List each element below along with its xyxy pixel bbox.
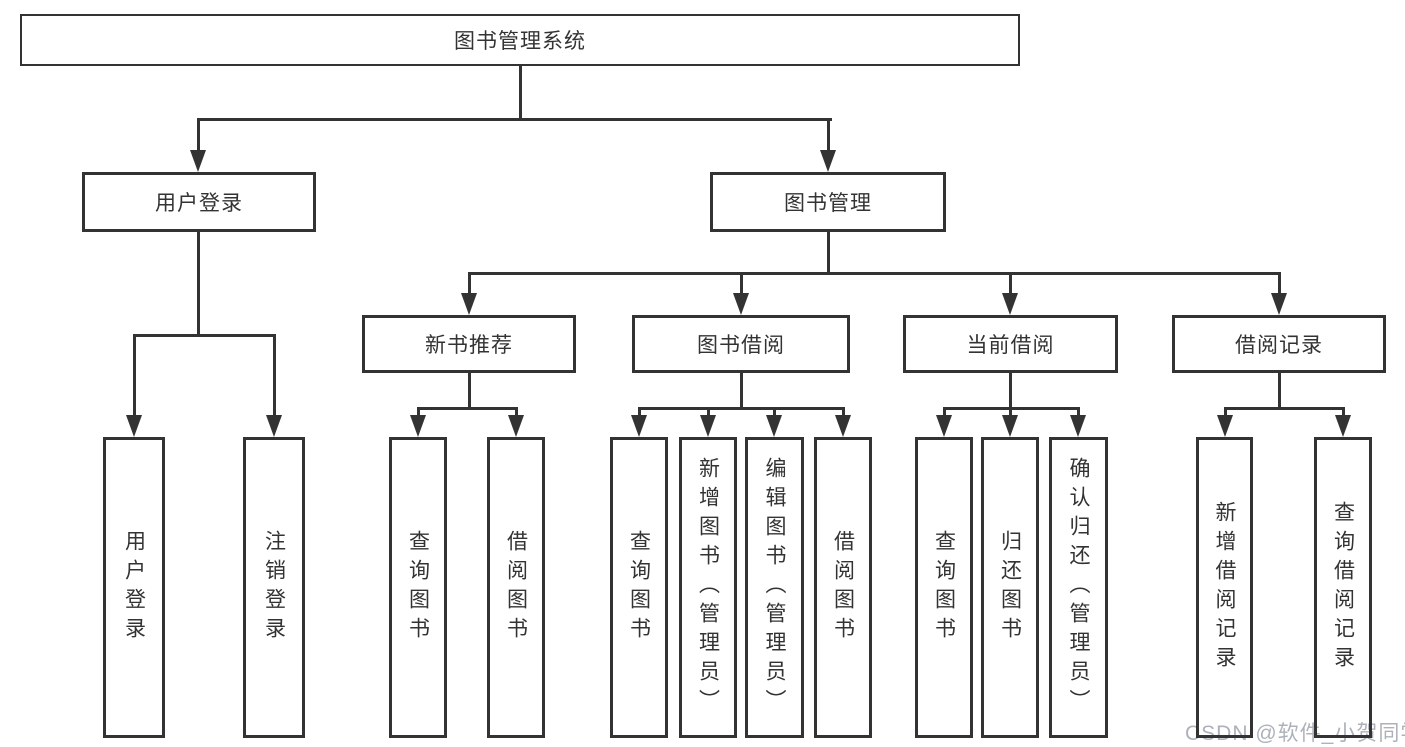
arrow-down-icon <box>266 415 282 437</box>
leaf-query-books-current: 查询图书 <box>915 437 973 738</box>
node-borrowing-records: 借阅记录 <box>1172 315 1386 373</box>
connector-records-stub <box>1278 373 1281 410</box>
arrow-down-icon <box>733 293 749 315</box>
arrow-down-icon <box>410 415 426 437</box>
node-book-management: 图书管理 <box>710 172 946 232</box>
connector-records-hline <box>1224 407 1345 410</box>
node-label: 查询图书 <box>627 529 651 646</box>
node-label: 图书借阅 <box>697 334 785 357</box>
node-label: 图书管理系统 <box>454 30 586 53</box>
node-book-borrowing: 图书借阅 <box>632 315 850 373</box>
leaf-return-books: 归还图书 <box>981 437 1039 738</box>
connector-drop <box>468 272 471 297</box>
arrow-down-icon <box>936 415 952 437</box>
connector-drop <box>133 334 136 419</box>
connector-drop <box>773 407 776 419</box>
arrow-down-icon <box>1217 415 1233 437</box>
connector-drop <box>1342 407 1345 419</box>
connector-drop <box>1009 272 1012 297</box>
arrow-down-icon <box>766 415 782 437</box>
node-label: 当前借阅 <box>966 334 1055 357</box>
leaf-add-borrow-record: 新增借阅记录 <box>1196 437 1253 738</box>
connector-drop <box>827 118 830 154</box>
connector-drop <box>1278 272 1281 297</box>
node-label: 新增图书（管理员） <box>696 457 720 718</box>
leaf-logout: 注销登录 <box>243 437 305 738</box>
arrow-down-icon <box>835 415 851 437</box>
node-label: 确认归还（管理员） <box>1067 457 1090 718</box>
connector-root-hline <box>197 118 832 121</box>
node-label: 借阅图书 <box>831 529 855 646</box>
node-label: 编辑图书（管理员） <box>763 457 786 718</box>
arrow-down-icon <box>1070 415 1086 437</box>
connector-current-stub <box>1009 373 1012 410</box>
connector-borrow-stub <box>740 373 743 410</box>
arrow-down-icon <box>190 150 206 172</box>
node-label: 用户登录 <box>155 192 243 215</box>
leaf-query-books-recommend: 查询图书 <box>389 437 447 738</box>
connector-userlogin-hline <box>133 334 276 337</box>
node-label: 新书推荐 <box>425 334 513 357</box>
leaf-query-books-borrow: 查询图书 <box>610 437 668 738</box>
node-label: 归还图书 <box>998 529 1022 646</box>
leaf-borrow-books-recommend: 借阅图书 <box>487 437 545 738</box>
connector-drop <box>740 272 743 297</box>
connector-drop <box>417 407 420 419</box>
connector-userlogin-stub <box>197 232 200 337</box>
node-label: 新增借阅记录 <box>1213 500 1236 675</box>
connector-drop <box>1224 407 1227 419</box>
leaf-edit-books-admin: 编辑图书（管理员） <box>745 437 804 738</box>
leaf-user-login: 用户登录 <box>103 437 165 738</box>
node-label: 借阅记录 <box>1235 334 1323 357</box>
connector-drop <box>515 407 518 419</box>
connector-root-stub <box>519 66 522 121</box>
connector-drop <box>638 407 641 419</box>
connector-drop <box>1009 407 1012 419</box>
connector-drop <box>1077 407 1080 419</box>
connector-newbook-hline <box>417 407 518 410</box>
leaf-add-books-admin: 新增图书（管理员） <box>679 437 737 738</box>
arrow-down-icon <box>1002 415 1018 437</box>
connector-bookmgmt-hline <box>468 272 1281 275</box>
connector-drop <box>943 407 946 419</box>
connector-drop <box>273 334 276 419</box>
arrow-down-icon <box>1271 293 1287 315</box>
node-user-login: 用户登录 <box>82 172 316 232</box>
connector-borrow-hline <box>638 407 845 410</box>
arrow-down-icon <box>1335 415 1351 437</box>
arrow-down-icon <box>820 150 836 172</box>
arrow-down-icon <box>700 415 716 437</box>
node-label: 查询图书 <box>932 529 956 646</box>
node-label: 注销登录 <box>262 529 286 646</box>
leaf-borrow-books: 借阅图书 <box>814 437 872 738</box>
arrow-down-icon <box>631 415 647 437</box>
node-label: 查询图书 <box>406 529 430 646</box>
csdn-watermark: CSDN @软件_小贺同学 <box>1185 722 1405 745</box>
arrow-down-icon <box>126 415 142 437</box>
connector-newbook-stub <box>468 373 471 410</box>
node-current-borrowing: 当前借阅 <box>903 315 1118 373</box>
node-label: 图书管理 <box>784 192 872 215</box>
arrow-down-icon <box>508 415 524 437</box>
connector-drop <box>197 118 200 154</box>
arrow-down-icon <box>1002 293 1018 315</box>
leaf-confirm-return-admin: 确认归还（管理员） <box>1049 437 1108 738</box>
connector-drop <box>842 407 845 419</box>
arrow-down-icon <box>461 293 477 315</box>
node-new-book-recommend: 新书推荐 <box>362 315 576 373</box>
leaf-query-borrow-record: 查询借阅记录 <box>1314 437 1372 738</box>
connector-bookmgmt-stub <box>827 232 830 275</box>
node-label: 查询借阅记录 <box>1331 500 1355 675</box>
node-label: 用户登录 <box>122 529 146 646</box>
connector-drop <box>707 407 710 419</box>
node-label: 借阅图书 <box>504 529 528 646</box>
node-library-system: 图书管理系统 <box>20 14 1020 66</box>
